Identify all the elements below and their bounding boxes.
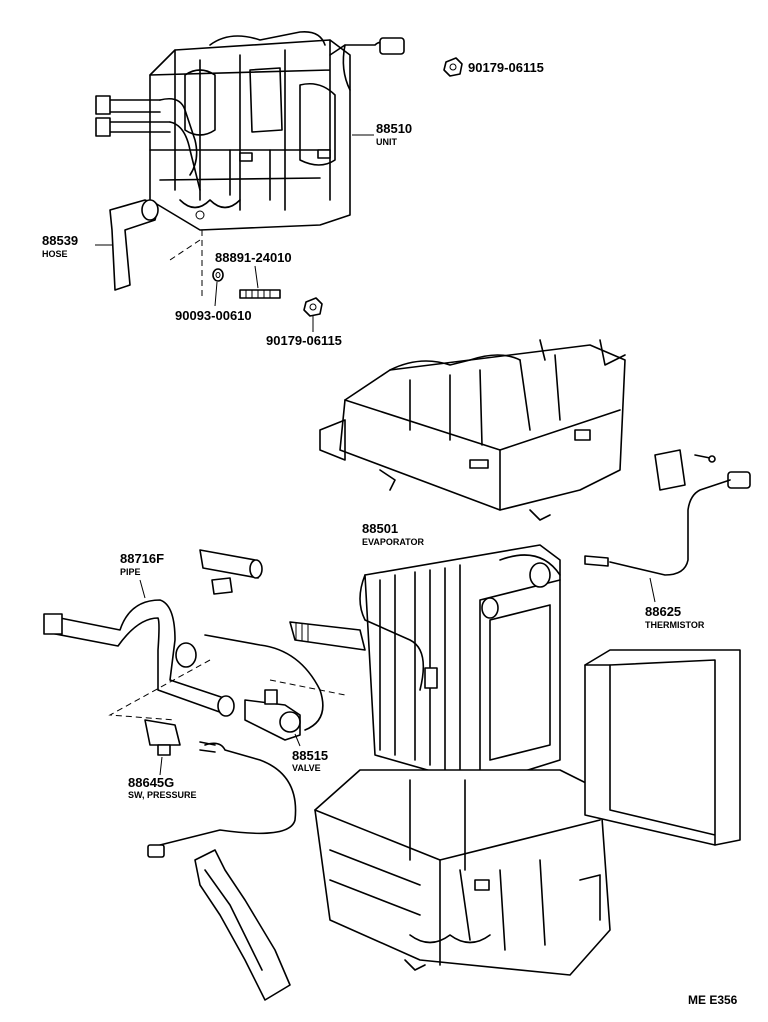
clip-top-drawing xyxy=(443,57,463,77)
clip-top-part-number: 90179-06115 xyxy=(468,60,544,75)
hose-drawing xyxy=(109,199,159,291)
evaporator-drawing xyxy=(359,544,561,786)
valve-drawing xyxy=(204,634,324,741)
stud-drawing xyxy=(239,289,281,299)
valve-part-name: VALVE xyxy=(292,763,321,773)
pressure-switch-part-name: SW, PRESSURE xyxy=(128,790,197,800)
side-duct-drawing xyxy=(584,649,741,846)
pipe-part-name: PIPE xyxy=(120,567,141,577)
inlet-fitting-drawing xyxy=(289,621,366,651)
hose-part-number: 88539 xyxy=(42,233,78,248)
evaporator-part-number: 88501 xyxy=(362,521,398,536)
thermistor-part-name: THERMISTOR xyxy=(645,620,705,630)
unit-part-name: UNIT xyxy=(376,137,397,147)
hose-part-name: HOSE xyxy=(42,249,68,259)
upper-case-drawing xyxy=(319,339,626,521)
figure-reference: ME E356 xyxy=(688,993,738,1007)
valve-part-number: 88515 xyxy=(292,748,328,763)
nut-drawing xyxy=(303,297,323,317)
washer-drawing xyxy=(212,268,224,282)
evaporator-part-name: EVAPORATOR xyxy=(362,537,425,547)
washer-part-number: 90093-00610 xyxy=(175,308,252,323)
stud-part-number: 88891-24010 xyxy=(215,250,292,265)
thermistor-bracket-drawing xyxy=(584,449,751,576)
thermistor-part-number: 88625 xyxy=(645,604,681,619)
pipe-part-number: 88716F xyxy=(120,551,164,566)
lower-case-drawing xyxy=(314,769,611,976)
pipe-drawing xyxy=(43,549,263,717)
pressure-switch-drawing xyxy=(144,719,297,858)
nut-part-number: 90179-06115 xyxy=(266,333,342,348)
pressure-switch-part-number: 88645G xyxy=(128,775,174,790)
unit-part-number: 88510 xyxy=(376,121,412,136)
bottom-duct-drawing xyxy=(194,849,291,1001)
unit-assembly-drawing xyxy=(95,30,405,231)
